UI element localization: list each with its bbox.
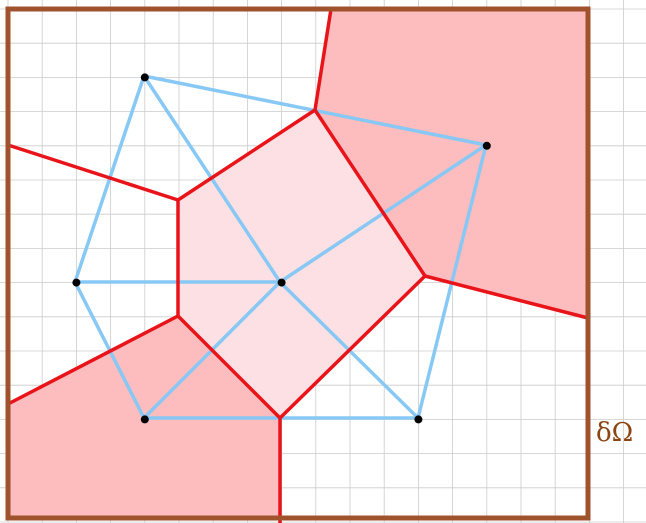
voronoi-cell-top-right — [315, 9, 588, 318]
domain-boundary — [5, 6, 591, 521]
voronoi-edges — [7, 8, 589, 523]
voronoi-site-point — [140, 415, 149, 424]
voronoi-site-point — [72, 278, 81, 287]
voronoi-site-point — [414, 415, 423, 424]
voronoi-site-point — [277, 278, 286, 287]
voronoi-cell-center — [178, 110, 425, 418]
voronoi-site-point — [140, 73, 149, 82]
boundary-label: δΩ — [596, 418, 634, 448]
voronoi-sites — [72, 73, 491, 424]
voronoi-site-point — [482, 141, 491, 150]
